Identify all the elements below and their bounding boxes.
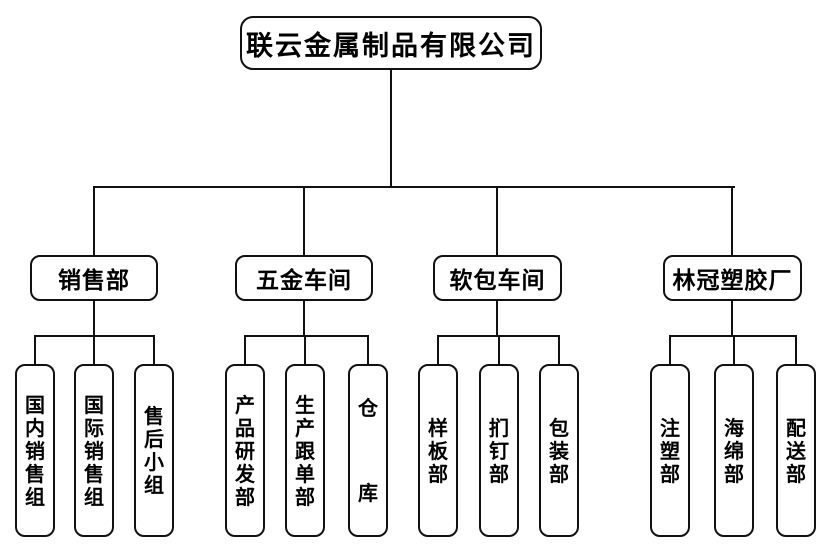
connector-g1-c3	[153, 336, 155, 364]
connector-g2-c3	[367, 336, 369, 364]
connector-g4-c1	[669, 336, 671, 364]
connector-g4-c3	[795, 336, 797, 364]
dept-label-plastic-factory: 林冠塑胶厂	[672, 267, 793, 294]
dept-box-sales: 销售部	[30, 255, 158, 301]
team-box-upholstery-nailing: 扪钉部	[479, 364, 519, 537]
team-box-injection-molding: 注塑部	[650, 364, 690, 537]
dept-label-sales: 销售部	[58, 267, 130, 294]
team-box-product-rd: 产品研发部	[225, 364, 265, 537]
connector-stem-g4	[731, 301, 733, 336]
connector-stem-g1	[93, 301, 95, 336]
team-box-domestic-sales: 国内销售组	[15, 364, 55, 537]
root-company-label: 联云金属制品有限公司	[246, 30, 536, 62]
dept-label-hardware-workshop: 五金车间	[256, 267, 352, 294]
connector-g3-c2	[498, 336, 500, 364]
team-box-delivery: 配送部	[776, 364, 816, 537]
connector-root-stem	[390, 70, 392, 187]
team-box-sponge: 海绵部	[714, 364, 754, 537]
team-box-international-sales: 国际销售组	[74, 364, 114, 537]
connector-bar-g2	[244, 335, 369, 337]
connector-main-bar	[93, 186, 735, 188]
connector-g1-c1	[34, 336, 36, 364]
connector-drop-plastic	[731, 186, 733, 255]
connector-g2-c1	[244, 336, 246, 364]
connector-drop-softpack	[496, 186, 498, 255]
connector-g3-c3	[558, 336, 560, 364]
team-box-production-merchandising: 生产跟单部	[285, 364, 325, 537]
dept-box-hardware-workshop: 五金车间	[235, 255, 373, 301]
connector-g4-c2	[733, 336, 735, 364]
team-box-packing: 包装部	[539, 364, 579, 537]
connector-stem-g3	[496, 301, 498, 336]
connector-drop-hardware	[303, 186, 305, 255]
connector-g1-c2	[93, 336, 95, 364]
dept-label-softpack-workshop: 软包车间	[449, 267, 546, 294]
connector-g3-c1	[437, 336, 439, 364]
connector-drop-sales	[93, 186, 95, 255]
root-company-box: 联云金属制品有限公司	[240, 16, 542, 70]
connector-g2-c2	[304, 336, 306, 364]
dept-box-plastic-factory: 林冠塑胶厂	[663, 255, 802, 301]
dept-box-softpack-workshop: 软包车间	[433, 255, 562, 301]
team-box-warehouse: 仓库	[348, 364, 388, 537]
team-box-after-sales: 售后小组	[134, 364, 174, 537]
team-box-sample: 样板部	[418, 364, 458, 537]
connector-stem-g2	[303, 301, 305, 336]
